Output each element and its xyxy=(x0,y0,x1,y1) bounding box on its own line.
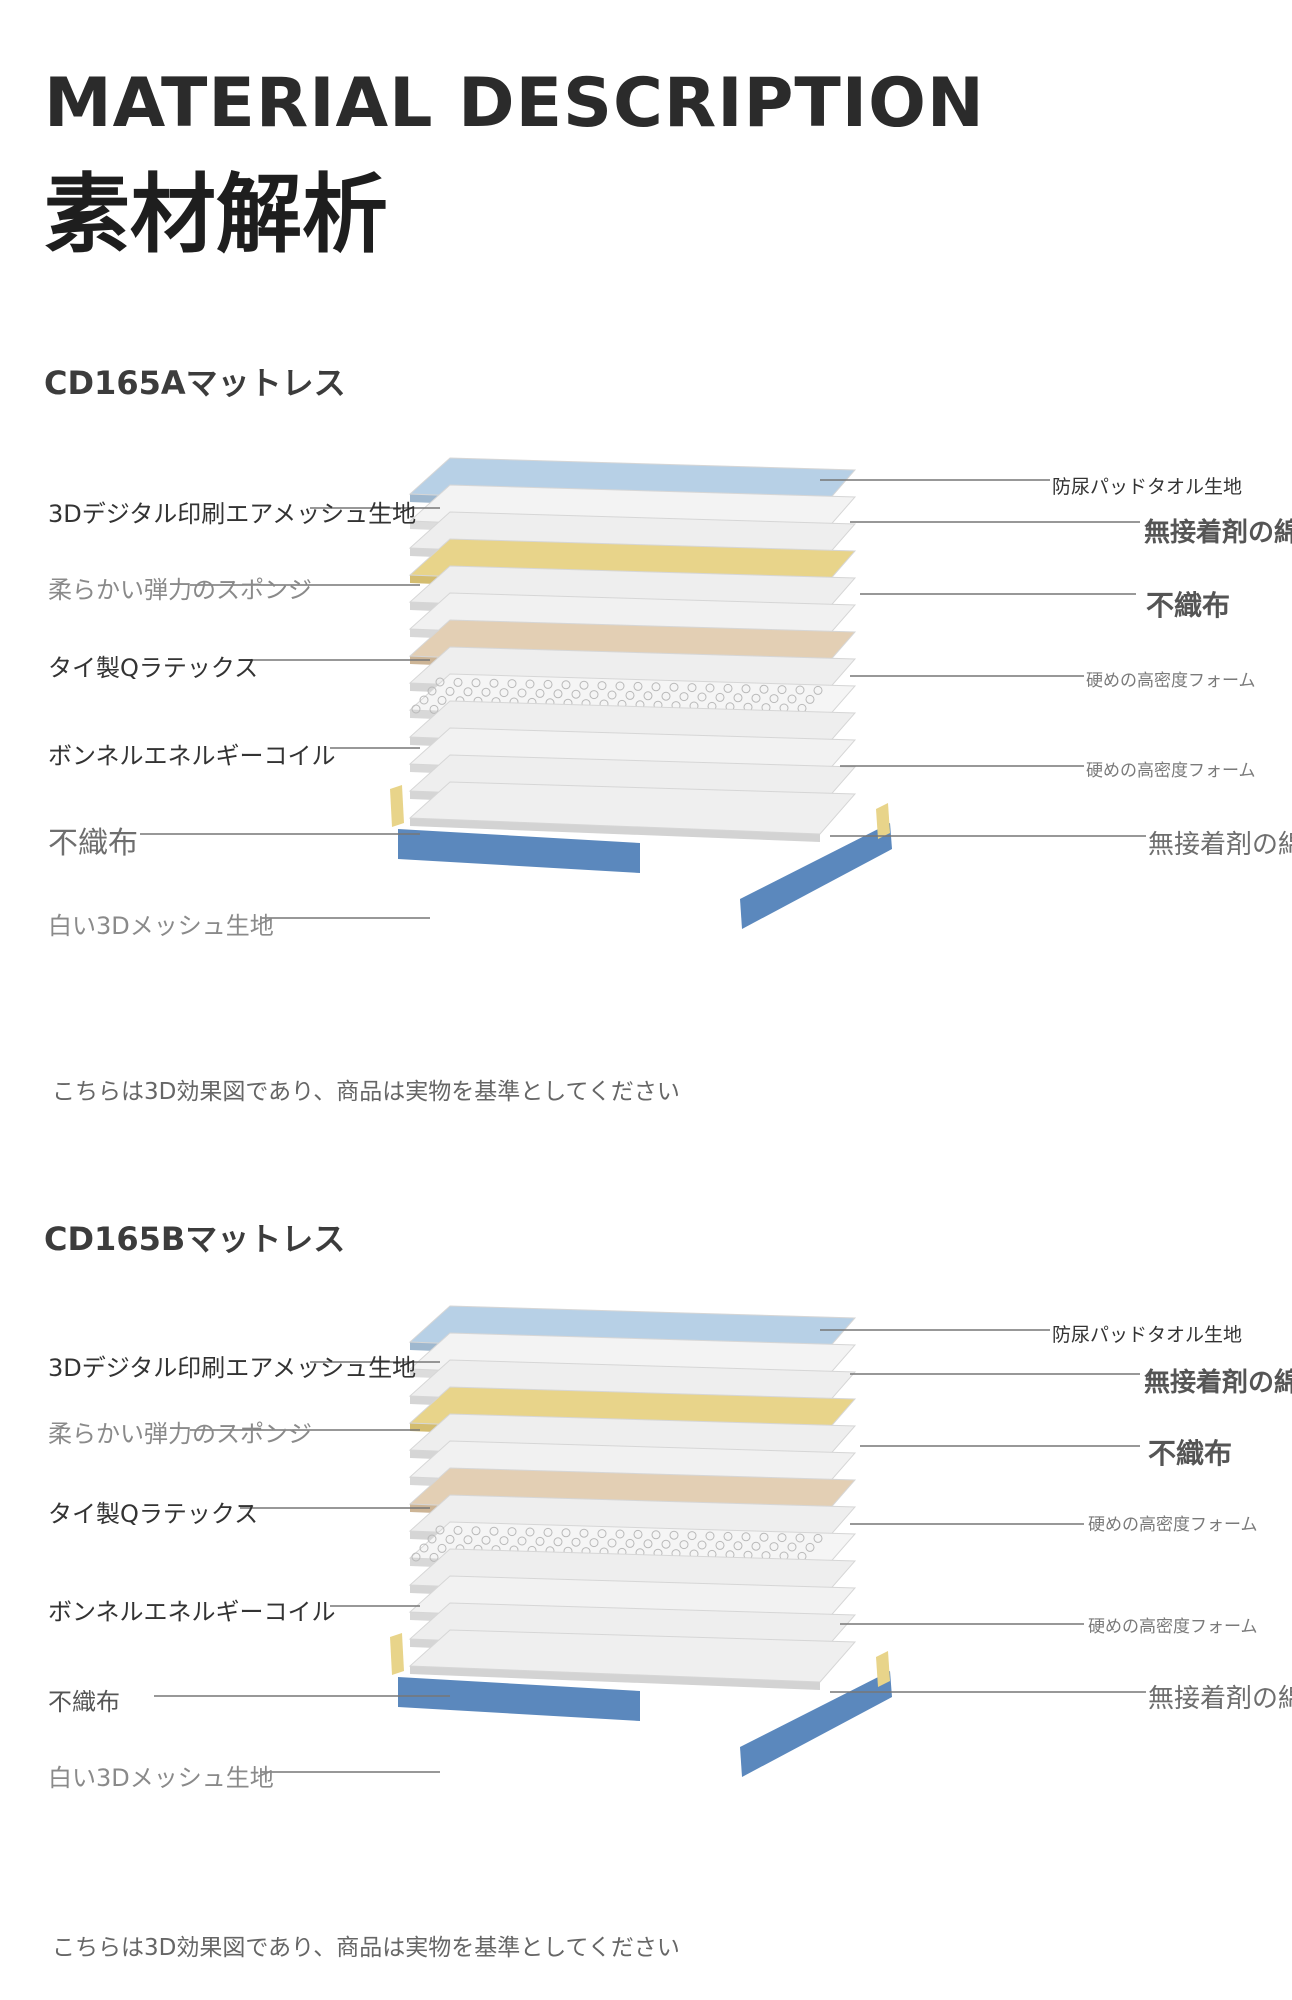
layer-white-mesh xyxy=(408,781,857,842)
section-cd165a: CD165Aマットレス 3Dデジタル印刷エアメッシュ生地 柔らかい弾力のスポンジ… xyxy=(0,0,1292,1105)
label-latex: タイ製Qラテックス xyxy=(48,654,259,682)
label-coil: ボンネルエネルギーコイル xyxy=(48,1598,336,1626)
layer-white-mesh xyxy=(408,1629,857,1690)
label-cotton-bottom: 無接着剤の綿 xyxy=(1148,1684,1292,1714)
label-white-mesh: 白い3Dメッシュ生地 xyxy=(48,1764,274,1792)
header-title-jp: 素材解析 xyxy=(44,165,388,265)
label-towel: 防尿パッドタオル生地 xyxy=(1052,1324,1243,1346)
label-cotton-bottom: 無接着剤の綿 xyxy=(1148,830,1292,860)
label-white-mesh: 白い3Dメッシュ生地 xyxy=(48,912,274,940)
label-air-mesh: 3Dデジタル印刷エアメッシュ生地 xyxy=(48,1354,417,1382)
label-air-mesh: 3Dデジタル印刷エアメッシュ生地 xyxy=(48,500,417,528)
disclaimer-note: こちらは3D効果図であり、商品は実物を基準としてください xyxy=(52,1935,680,1961)
label-towel: 防尿パッドタオル生地 xyxy=(1052,476,1243,498)
header-title-en: MATERIAL DESCRIPTION xyxy=(44,64,985,143)
label-sponge: 柔らかい弾力のスポンジ xyxy=(48,1420,312,1448)
label-cotton-top: 無接着剤の綿 xyxy=(1144,1368,1292,1398)
base-frame xyxy=(390,1633,892,1777)
label-latex: タイ製Qラテックス xyxy=(48,1500,259,1528)
label-nonwoven-right: 不織布 xyxy=(1148,1437,1233,1470)
label-sponge: 柔らかい弾力のスポンジ xyxy=(48,576,312,604)
label-nonwoven: 不織布 xyxy=(48,1688,120,1716)
section-title: CD165Bマットレス xyxy=(44,1220,346,1258)
label-hard-foam-2: 硬めの高密度フォーム xyxy=(1088,1617,1258,1637)
label-hard-foam-1: 硬めの高密度フォーム xyxy=(1086,671,1256,691)
label-nonwoven-right: 不織布 xyxy=(1146,589,1231,622)
label-hard-foam-2: 硬めの高密度フォーム xyxy=(1086,761,1256,781)
label-coil: ボンネルエネルギーコイル xyxy=(48,742,336,770)
label-hard-foam-1: 硬めの高密度フォーム xyxy=(1088,1515,1258,1535)
mattress-layer-diagram xyxy=(140,457,1146,929)
label-cotton-top: 無接着剤の綿 xyxy=(1144,518,1292,548)
base-frame xyxy=(390,785,892,929)
section-title: CD165Aマットレス xyxy=(44,364,346,402)
label-nonwoven: 不織布 xyxy=(48,826,138,861)
disclaimer-note: こちらは3D効果図であり、商品は実物を基準としてください xyxy=(52,1079,680,1105)
